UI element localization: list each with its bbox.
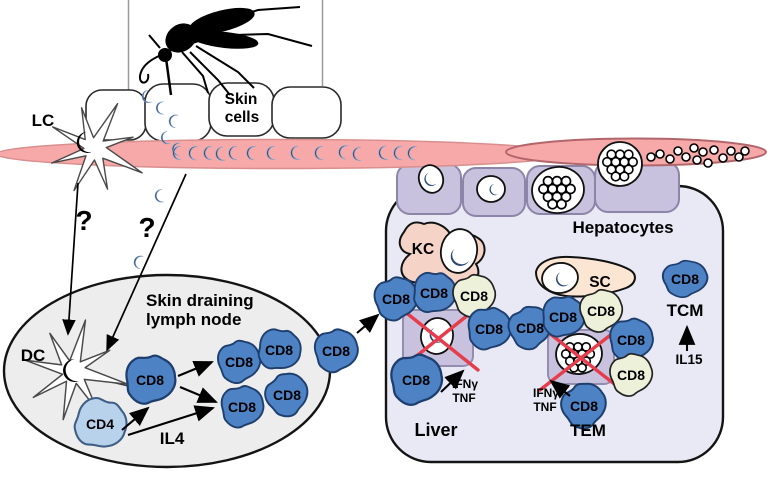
cd8-label: CD8 — [228, 399, 256, 415]
question-mark: ? — [75, 205, 92, 236]
cd8-label: CD8 — [617, 332, 645, 348]
arrow-node-to-liver — [356, 313, 380, 334]
infected-hepatocyte-killed-sporozoite — [397, 305, 480, 372]
merozoites-in-vessel — [646, 143, 750, 168]
cd8-label: CD8 — [225, 354, 253, 370]
cd8-label: CD8 — [671, 271, 699, 287]
arrow-il4-to-cluster — [127, 405, 216, 437]
skin-cells-label-line1: Skin — [225, 91, 258, 108]
cd8-label: CD8 — [265, 342, 293, 358]
cd4-label: CD4 — [86, 416, 114, 432]
labels: LC Skin cells ? ? Skin draining lymph no… — [21, 91, 704, 448]
tnf-label: TNF — [533, 400, 556, 414]
skin-cell — [144, 83, 212, 142]
lymph-node-title-line2: lymph node — [146, 310, 241, 329]
tcm-label: TCM — [667, 301, 704, 320]
cd8-label: CD8 — [617, 367, 645, 383]
arrows — [62, 173, 696, 437]
cd8-label: CD8 — [587, 303, 615, 319]
arrow-skin-to-node — [106, 173, 187, 352]
arrow-ifng-to-hepatocyte-2 — [549, 379, 571, 399]
question-mark: ? — [138, 212, 155, 243]
tem-label: TEM — [570, 421, 606, 440]
hepatocytes-label: Hepatocytes — [572, 218, 673, 237]
skin-cells-label-line2: cells — [225, 109, 259, 126]
ifng-label: IFNγ — [452, 377, 478, 391]
cd8-label: CD8 — [136, 372, 164, 388]
ifng-label: IFNγ — [533, 386, 559, 400]
sporozoite-icon — [153, 188, 165, 204]
skin-cell — [271, 86, 342, 139]
skin-cells-row — [85, 82, 342, 142]
il4-label: IL4 — [160, 429, 185, 448]
cd8-label: CD8 — [570, 398, 598, 414]
arrow-cd8-expansion-down — [179, 386, 218, 403]
cd8-label: CD8 — [273, 387, 301, 403]
dendritic-cell — [21, 315, 132, 424]
arrow-cd4-to-cd8 — [121, 406, 150, 431]
cd8-label: CD8 — [420, 285, 448, 301]
lymph-node-title-line1: Skin draining — [146, 291, 254, 310]
cd8-label: CD8 — [322, 343, 350, 359]
cd8-label: CD8 — [402, 372, 430, 388]
kupffer-cell — [398, 221, 486, 293]
cd8-label: CD8 — [460, 288, 488, 304]
arrow-lc-to-node — [62, 182, 79, 336]
cd8-label: CD8 — [516, 320, 544, 336]
cd8-label: CD8 — [382, 291, 410, 307]
cd8-label: CD8 — [475, 321, 503, 337]
hepatocyte-vacuoles — [417, 141, 643, 214]
sporozoite-icon — [132, 254, 144, 270]
mosquito-icon — [138, 6, 313, 96]
kc-label: KC — [412, 241, 434, 258]
arrow-cd8-expansion-up — [177, 361, 214, 377]
il15-label: IL15 — [675, 352, 703, 367]
dc-label: DC — [21, 346, 46, 365]
stellate-cell — [534, 255, 636, 298]
cd8-label: CD8 — [549, 309, 577, 325]
sc-label: SC — [589, 274, 611, 291]
infected-hepatocyte-killed-merozoites — [538, 324, 624, 392]
lc-label: LC — [32, 111, 55, 130]
tnf-label: TNF — [452, 391, 475, 405]
liver-label: Liver — [414, 420, 457, 440]
skin-cell — [85, 89, 147, 141]
arrow-ifng-to-hepatocyte — [440, 369, 465, 393]
